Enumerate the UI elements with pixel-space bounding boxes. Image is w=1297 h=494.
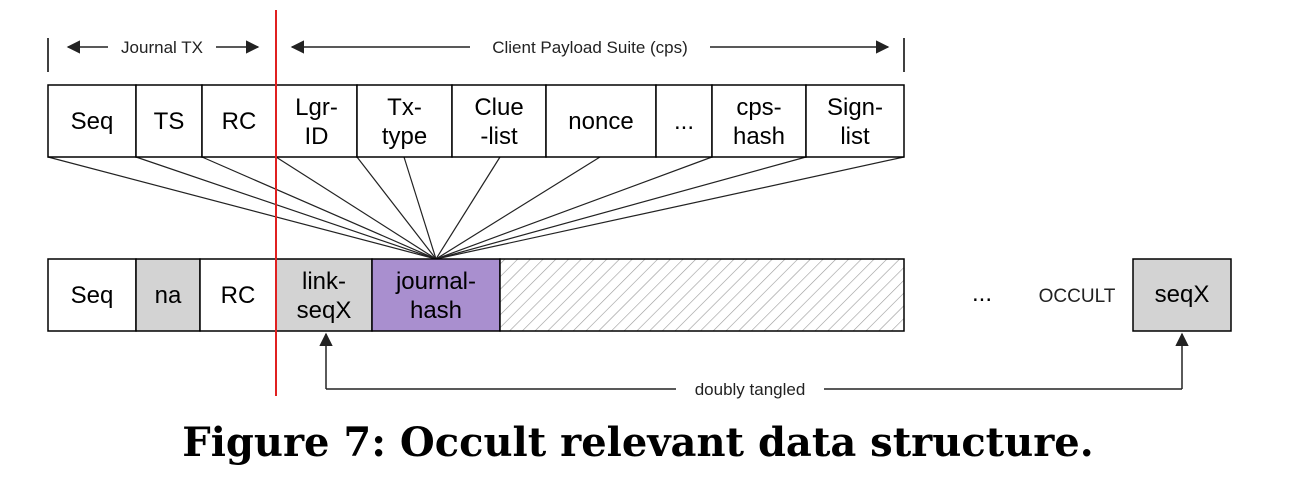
occult-label: OCCULT	[1039, 286, 1116, 307]
fan-line	[435, 156, 501, 260]
cps-label: Client Payload Suite (cps)	[492, 38, 688, 57]
top-row-cell-label: Sign-	[827, 94, 883, 121]
bottom-row-cell-label: hash	[410, 297, 462, 324]
top-row-cell-box	[805, 84, 905, 158]
top-row-cell-label: nonce	[568, 108, 633, 135]
bottom-row-cell	[499, 258, 905, 332]
fan-line	[435, 156, 905, 260]
bottom-row-cell: RC	[199, 258, 277, 332]
top-row-cell-label: ...	[674, 108, 694, 135]
top-row-cell-label: Seq	[71, 108, 114, 135]
bottom-row-cell: Seq	[47, 258, 137, 332]
top-row-cell-label: TS	[154, 108, 185, 135]
fan-line	[47, 156, 437, 260]
fan-line	[435, 156, 807, 260]
doubly-tangled-label: doubly tangled	[695, 380, 806, 399]
bottom-row-cell-box	[47, 258, 137, 332]
figure-caption: Figure 7: Occult relevant data structure…	[182, 419, 1093, 466]
bottom-row-cell: journal-hash	[371, 258, 501, 332]
top-row-cell-label: list	[840, 123, 870, 150]
bottom-row-cell-label: link-	[302, 268, 346, 295]
top-row-cell-box	[356, 84, 453, 158]
top-row-cell-label: Tx-	[387, 94, 422, 121]
fan-line	[275, 156, 437, 260]
bottom-row-cell-label: Seq	[71, 282, 114, 309]
hash-fan-lines	[47, 156, 905, 260]
bottom-row-cell-label: na	[155, 282, 182, 309]
bottom-row-cell-label: RC	[221, 282, 256, 309]
seqx-box: seqX	[1132, 258, 1232, 332]
top-row-cell: Clue-list	[451, 84, 547, 158]
top-row-cell-box	[451, 84, 547, 158]
top-row-cell-label: Lgr-	[295, 94, 338, 121]
top-row-cell-box	[135, 84, 203, 158]
doubly-tangled-arrow: doubly tangled	[319, 332, 1189, 399]
top-row-cell: RC	[201, 84, 277, 158]
top-row-cell-box	[545, 84, 657, 158]
bottom-row-cell-box	[275, 258, 373, 332]
seqx-label: seqX	[1155, 281, 1210, 308]
top-row-cell-label: ID	[305, 123, 329, 150]
bottom-row-cell: link-seqX	[275, 258, 373, 332]
fan-line	[201, 156, 437, 260]
bottom-row-cell-box	[199, 258, 277, 332]
fan-line	[435, 156, 601, 260]
top-row-cell-label: type	[382, 123, 427, 150]
top-row-cell: cps-hash	[711, 84, 807, 158]
bottom-row-cell-box	[371, 258, 501, 332]
bottom-row-cell-box	[499, 258, 905, 332]
fan-line	[135, 156, 437, 260]
top-row-cell: Lgr-ID	[275, 84, 358, 158]
top-row-cell: Sign-list	[805, 84, 905, 158]
top-row-cell-label: cps-	[736, 94, 781, 121]
top-row-cell-label: Clue	[474, 94, 523, 121]
top-labels: Journal TX Client Payload Suite (cps)	[47, 38, 905, 72]
top-row-cell: nonce	[545, 84, 657, 158]
bottom-row-cell-label: journal-	[395, 268, 476, 295]
bottom-row-cell: na	[135, 258, 201, 332]
fan-line	[435, 156, 713, 260]
bottom-row-cell-label: seqX	[297, 297, 352, 324]
fan-line	[403, 156, 437, 260]
ellipsis-label: ...	[972, 280, 992, 307]
top-row-cell: Tx-type	[356, 84, 453, 158]
fan-line	[356, 156, 437, 260]
top-row-cell: ...	[655, 84, 713, 158]
top-row-cell: Seq	[47, 84, 137, 158]
top-row-cell-label: -list	[480, 123, 518, 150]
top-row-cell-label: RC	[222, 108, 257, 135]
bottom-row-cell-box	[135, 258, 201, 332]
top-row-cell: TS	[135, 84, 203, 158]
top-row-cell-box	[711, 84, 807, 158]
top-row-cell-box	[655, 84, 713, 158]
journal-tx-label: Journal TX	[121, 38, 203, 57]
top-row-cell-box	[201, 84, 277, 158]
top-row-cell-label: hash	[733, 123, 785, 150]
